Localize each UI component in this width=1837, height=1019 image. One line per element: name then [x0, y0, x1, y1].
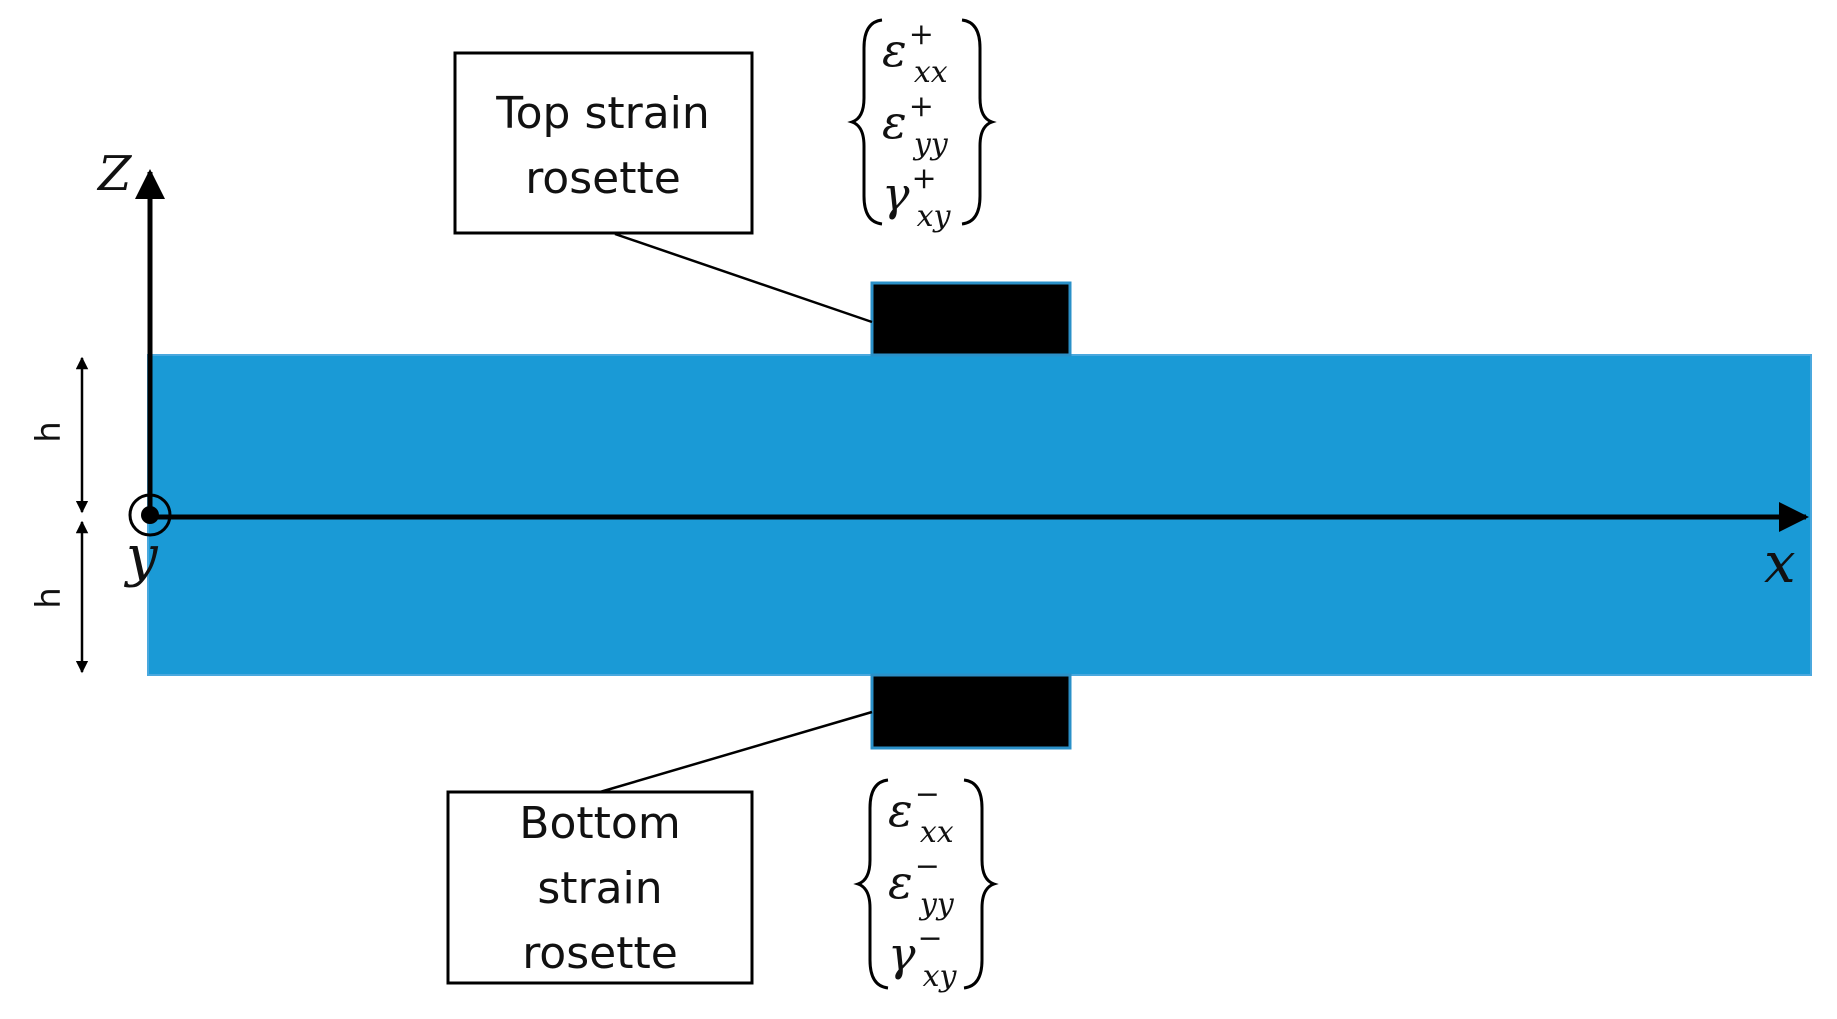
bottom-rosette-label-line1: Bottom — [519, 798, 680, 849]
strain-bottom-yy: ε−yy — [888, 849, 955, 922]
top-rosette-block — [870, 281, 1072, 357]
top-rosette-label-line1: Top strain — [495, 88, 710, 139]
x-axis-label: x — [1764, 531, 1796, 596]
bottom-strain-right-brace — [963, 778, 999, 990]
bottom-strain-components: ε−xx ε−yy γ−xy — [888, 777, 958, 994]
bottom-rosette-label-box — [446, 790, 754, 985]
y-axis-label: y — [123, 524, 159, 589]
top-strain-left-brace — [847, 18, 883, 226]
y-axis-out-of-plane-icon — [128, 493, 172, 537]
strain-top-yy: ε+yy — [882, 89, 949, 162]
bottom-rosette-leader-line — [599, 710, 873, 794]
z-axis-label: Z — [96, 146, 133, 202]
upper-thickness-label: h — [29, 421, 69, 443]
bottom-strain-left-brace — [853, 778, 889, 990]
strain-bottom-xy: γ−xy — [888, 921, 958, 994]
bottom-rosette-label-line3: rosette — [522, 928, 678, 979]
bottom-rosette-label-line2: strain — [537, 863, 662, 914]
strain-top-xy: γ+xy — [882, 161, 952, 234]
top-rosette-label-box — [453, 51, 754, 235]
top-strain-right-brace — [961, 18, 997, 226]
strain-top-xx: ε+xx — [882, 17, 948, 90]
top-strain-components: ε+xx ε+yy γ+xy — [882, 17, 952, 234]
top-rosette-leader-line — [614, 232, 873, 324]
bottom-rosette-block — [870, 673, 1072, 750]
top-rosette-label-line2: rosette — [525, 153, 681, 204]
strain-bottom-xx: ε−xx — [888, 777, 954, 850]
lower-thickness-label: h — [29, 587, 69, 609]
